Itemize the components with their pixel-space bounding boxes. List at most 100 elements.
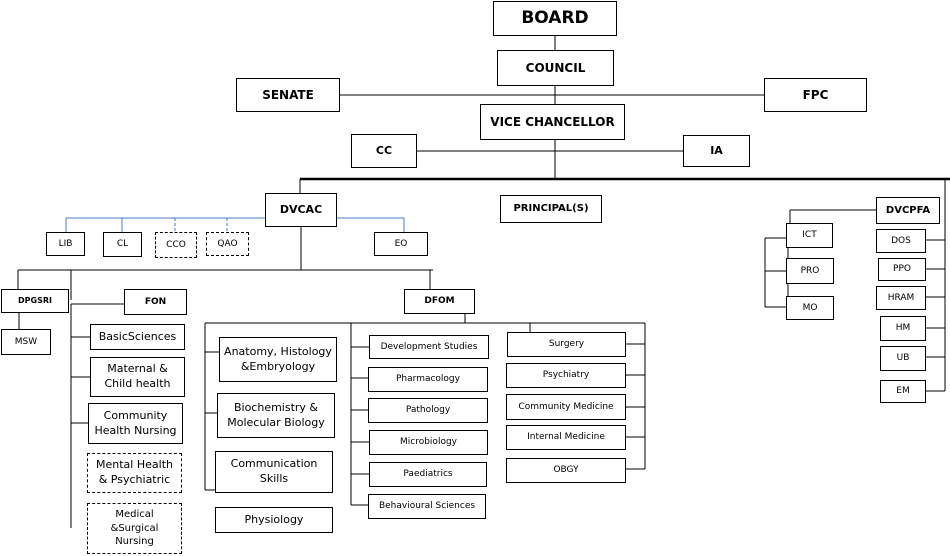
dvcpfa-unit-dos: DOS xyxy=(876,229,926,253)
dfom-col2-dept: Pathology xyxy=(368,398,488,423)
unit-label: EO xyxy=(394,238,408,249)
dvcac-unit-cl: CL xyxy=(103,232,142,257)
unit-label: DOS xyxy=(891,235,911,246)
dept-line: Biochemistry & xyxy=(233,400,319,414)
dept-line: Medical xyxy=(115,509,154,521)
unit-label: LIB xyxy=(58,238,73,249)
dfom-label: DFOM xyxy=(424,296,455,307)
unit-label: CL xyxy=(116,239,129,250)
board-label: BOARD xyxy=(521,8,589,29)
fon-dept-basic-sciences: BasicSciences xyxy=(90,324,185,350)
dept-line: Mental Health xyxy=(96,458,173,472)
fon-dept-mental-health: Mental Health& Psychiatric xyxy=(87,453,182,493)
dpgsri-label: DPGSRI xyxy=(18,295,52,305)
dept-label: Behavioural Sciences xyxy=(378,501,476,512)
dvcpfa-label: DVCPFA xyxy=(885,204,931,216)
dept-label: Surgery xyxy=(548,339,585,350)
vice-chancellor-label: VICE CHANCELLOR xyxy=(490,114,615,129)
dfom-col3-dept: Surgery xyxy=(507,332,626,357)
board-box: BOARD xyxy=(493,1,617,36)
vice-chancellor-box: VICE CHANCELLOR xyxy=(480,104,625,140)
dept-label: Paediatrics xyxy=(403,469,453,480)
unit-label: ICT xyxy=(802,230,817,241)
senate-box: SENATE xyxy=(236,78,340,112)
fpc-box: FPC xyxy=(764,78,867,112)
fon-dept-maternal-child-health: Maternal &Child health xyxy=(90,357,185,397)
dept-line: &Embryology xyxy=(240,359,316,373)
dept-label: Pathology xyxy=(405,405,451,416)
dfom-col2-dept: Pharmacology xyxy=(368,367,488,392)
dept-line: BasicSciences xyxy=(98,329,177,343)
council-box: COUNCIL xyxy=(497,50,614,86)
dept-line: Anatomy, Histology xyxy=(224,344,332,358)
dept-line: Communication xyxy=(230,457,318,471)
unit-label: PRO xyxy=(800,265,820,276)
dvcac-box: DVCAC xyxy=(265,193,337,227)
ia-box: IA xyxy=(683,135,750,167)
fon-label: FON xyxy=(144,296,167,307)
dfom-col1-physiology: Physiology xyxy=(215,507,333,533)
dept-label: Psychiatry xyxy=(542,370,590,381)
dept-line: Nursing xyxy=(115,536,154,548)
dept-label: Pharmacology xyxy=(396,374,460,385)
dfom-col2-dept: Behavioural Sciences xyxy=(368,494,486,519)
dfom-col3-dept: Community Medicine xyxy=(506,394,626,420)
unit-label: PPO xyxy=(893,264,911,275)
dpgsri-box: DPGSRI xyxy=(1,289,69,313)
unit-label: QAO xyxy=(217,238,238,249)
dvcac-label: DVCAC xyxy=(279,202,323,216)
ia-label: IA xyxy=(710,143,723,157)
dfom-col1-anatomy: Anatomy, Histology&Embryology xyxy=(219,337,337,382)
unit-label: HM xyxy=(895,323,911,334)
principal-label: PRINCIPAL(S) xyxy=(513,203,589,215)
dept-line: Skills xyxy=(259,472,289,485)
dept-line: & Psychiatric xyxy=(98,473,171,486)
principal-box: PRINCIPAL(S) xyxy=(500,195,602,223)
unit-label: HRAM xyxy=(887,292,915,303)
dept-label: Development Studies xyxy=(380,341,478,352)
dfom-col3-dept: Psychiatry xyxy=(506,363,626,388)
cc-label: CC xyxy=(375,143,393,157)
fpc-label: FPC xyxy=(802,87,829,102)
dvcpfa-unit-mo: MO xyxy=(786,296,834,320)
unit-label: CCO xyxy=(166,239,186,250)
fon-box: FON xyxy=(124,289,187,315)
dept-line: Molecular Biology xyxy=(227,415,325,429)
dvcpfa-unit-pro: PRO xyxy=(786,258,834,284)
dvcac-unit-cco: CCO xyxy=(155,232,197,258)
dvcac-unit-lib: LIB xyxy=(46,232,85,256)
dept-label: Community Medicine xyxy=(518,401,614,412)
unit-label: EM xyxy=(896,386,910,397)
dvcpfa-unit-ict: ICT xyxy=(786,223,833,248)
dfom-col1-biochemistry: Biochemistry &Molecular Biology xyxy=(217,393,335,438)
dept-line: &Surgical xyxy=(110,522,159,534)
dvcpfa-unit-hm: HM xyxy=(880,316,926,341)
dvcpfa-unit-ub: UB xyxy=(880,346,926,371)
dept-label: Internal Medicine xyxy=(527,432,605,443)
dfom-box: DFOM xyxy=(404,289,475,314)
msw-box: MSW xyxy=(1,329,51,355)
senate-label: SENATE xyxy=(262,87,314,102)
dfom-col3-dept: OBGY xyxy=(506,458,626,483)
dept-label: OBGY xyxy=(553,465,579,476)
cc-box: CC xyxy=(351,134,417,168)
dept-line: Child health xyxy=(104,377,171,390)
unit-label: UB xyxy=(896,353,910,364)
unit-label: MO xyxy=(802,302,818,313)
dvcac-unit-qao: QAO xyxy=(206,232,249,256)
council-label: COUNCIL xyxy=(525,60,586,75)
dvcpfa-unit-em: EM xyxy=(880,380,926,403)
dvcpfa-box: DVCPFA xyxy=(876,197,940,224)
dfom-col2-dept: Development Studies xyxy=(369,335,489,359)
dept-line: Maternal & xyxy=(107,362,168,376)
dept-line: Physiology xyxy=(244,512,304,526)
dept-line: Health Nursing xyxy=(94,423,177,437)
dvcpfa-unit-hram: HRAM xyxy=(876,286,926,310)
msw-label: MSW xyxy=(14,336,38,347)
dept-line: Community xyxy=(103,408,168,422)
dfom-col3-dept: Internal Medicine xyxy=(506,425,626,450)
